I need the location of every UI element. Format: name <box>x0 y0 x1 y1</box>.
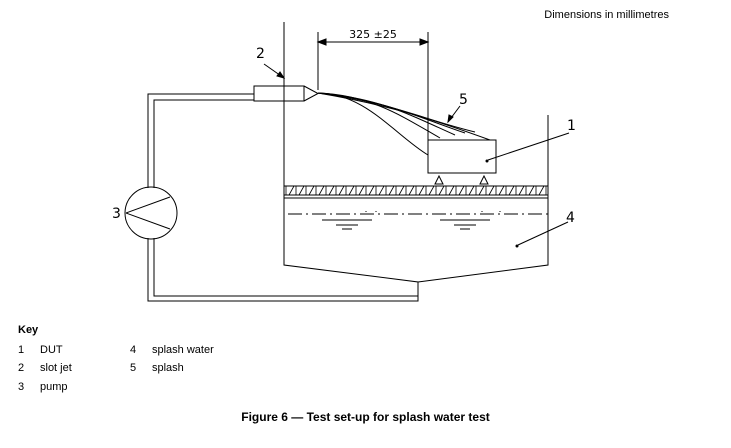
dimension-note: Dimensions in millimetres <box>544 9 669 21</box>
slot-jet <box>253 85 320 102</box>
key-legend: Key 1 DUT 2 slot jet 3 pump 4 splash wat… <box>18 321 242 396</box>
key-item-label: slot jet <box>40 362 72 374</box>
key-item-label: splash <box>152 362 184 374</box>
callout-leaders <box>263 63 570 246</box>
pump <box>124 186 178 240</box>
callout-3: 3 <box>112 206 121 222</box>
dimension-label: 325 ±25 <box>349 28 397 41</box>
key-item: 1 DUT <box>18 341 130 360</box>
tank <box>283 22 549 300</box>
key-column-2: 4 splash water 5 splash <box>130 341 242 397</box>
splash-streams <box>317 92 491 156</box>
splash-test-diagram: 325 ±25 <box>112 22 576 302</box>
dimension-325 <box>316 32 430 140</box>
key-item: 2 slot jet <box>18 359 130 378</box>
callout-2: 2 <box>256 46 265 62</box>
dut <box>427 139 497 185</box>
water-surface <box>288 159 548 248</box>
callout-5: 5 <box>459 92 468 108</box>
key-item-number: 4 <box>130 343 137 356</box>
key-item-label: DUT <box>40 343 63 356</box>
key-title: Key <box>18 324 39 336</box>
key-item: 4 splash water <box>130 341 242 360</box>
key-item: 3 pump <box>18 378 130 397</box>
key-item-label: splash water <box>152 343 214 356</box>
water-pipe <box>147 93 419 302</box>
key-item-number: 2 <box>18 362 25 374</box>
key-item: 5 splash <box>130 359 242 378</box>
callout-4: 4 <box>566 210 575 226</box>
key-column-1: 1 DUT 2 slot jet 3 pump <box>18 341 130 397</box>
key-item-label: pump <box>40 380 68 393</box>
key-item-number: 1 <box>18 343 25 356</box>
key-item-number: 3 <box>18 380 25 393</box>
grating <box>283 185 549 199</box>
key-item-number: 5 <box>130 362 137 374</box>
figure-caption: Figure 6 — Test set-up for splash water … <box>241 410 490 424</box>
callout-1: 1 <box>567 118 576 134</box>
